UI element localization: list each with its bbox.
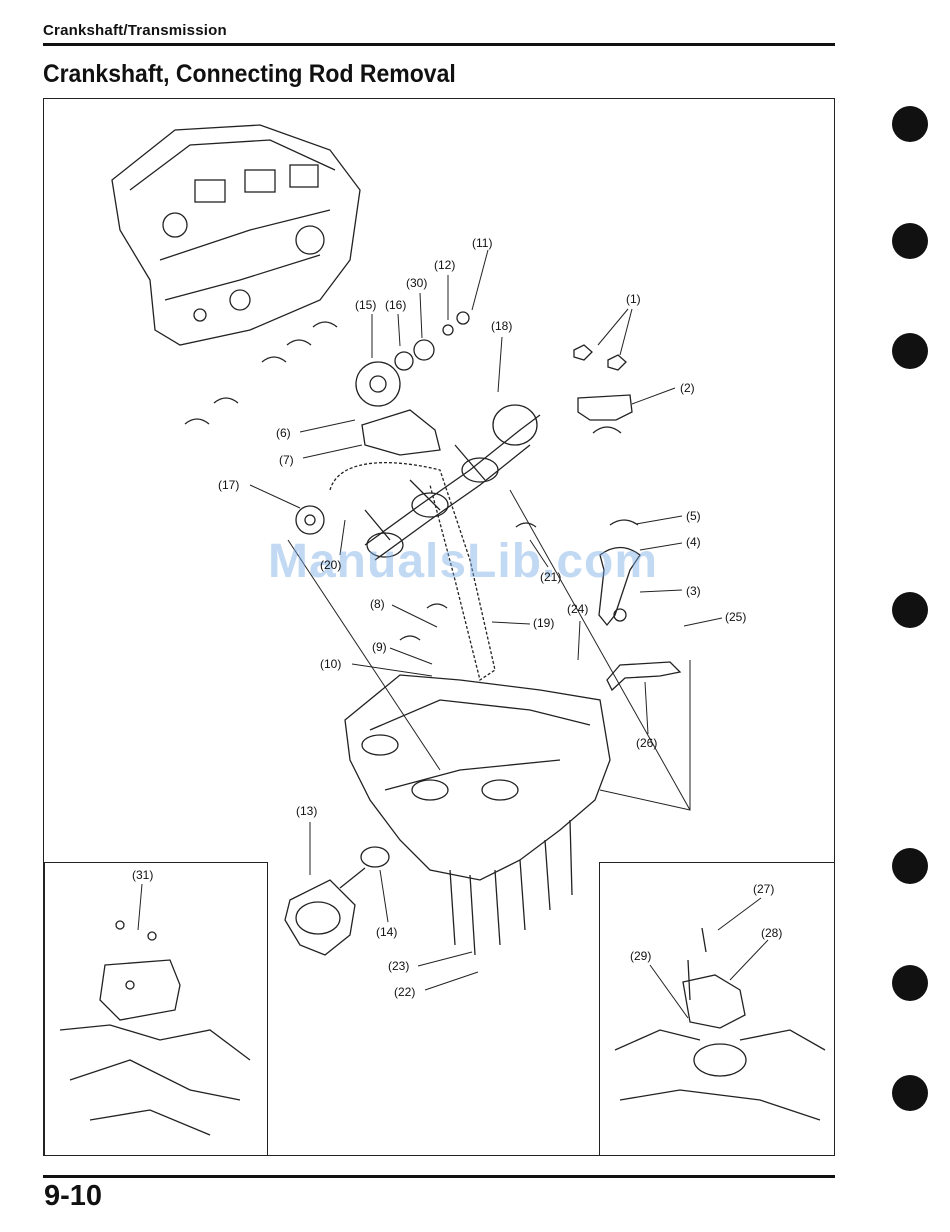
callout-11: (11) [472, 236, 492, 250]
crankcase-drawing [345, 675, 610, 955]
callout-31: (31) [132, 868, 153, 882]
punch-hole-icon [892, 965, 928, 1001]
callout-3: (3) [686, 584, 701, 598]
callout-8: (8) [370, 597, 385, 611]
callout-16: (16) [385, 298, 406, 312]
punch-hole-icon [892, 106, 928, 142]
oil-pipe-drawing [607, 662, 680, 690]
callout-21: (21) [540, 570, 561, 584]
callout-26: (26) [636, 736, 657, 750]
gears-drawing [296, 312, 469, 534]
leader-lines [138, 250, 768, 1018]
callout-12: (12) [434, 258, 455, 272]
callout-20: (20) [320, 558, 341, 572]
inset-left-drawing [60, 921, 250, 1135]
page-number: 9-10 [44, 1180, 102, 1213]
callout-2: (2) [680, 381, 695, 395]
water-pump-drawing [285, 847, 389, 955]
callout-17: (17) [218, 478, 239, 492]
callout-4: (4) [686, 535, 701, 549]
callout-6: (6) [276, 426, 291, 440]
callout-25: (25) [725, 610, 746, 624]
punch-hole-icon [892, 223, 928, 259]
footer-rule [43, 1175, 835, 1178]
punch-hole-icon [892, 333, 928, 369]
callout-23: (23) [388, 959, 409, 973]
callout-18: (18) [491, 319, 512, 333]
callout-7: (7) [279, 453, 294, 467]
punch-hole-icon [892, 1075, 928, 1111]
callout-1: (1) [626, 292, 641, 306]
callout-30: (30) [406, 276, 427, 290]
callout-24: (24) [567, 602, 588, 616]
callout-13: (13) [296, 804, 317, 818]
callout-22: (22) [394, 985, 415, 999]
chain-guide-drawing [362, 410, 440, 455]
callout-28: (28) [761, 926, 782, 940]
cylinder-head-drawing [112, 125, 360, 345]
bearing-cap-drawing [574, 345, 632, 420]
callout-9: (9) [372, 640, 387, 654]
callout-29: (29) [630, 949, 651, 963]
callout-19: (19) [533, 616, 554, 630]
callout-10: (10) [320, 657, 341, 671]
punch-hole-icon [892, 848, 928, 884]
callout-27: (27) [753, 882, 774, 896]
callout-14: (14) [376, 925, 397, 939]
punch-hole-icon [892, 592, 928, 628]
callout-15: (15) [355, 298, 376, 312]
callout-5: (5) [686, 509, 701, 523]
